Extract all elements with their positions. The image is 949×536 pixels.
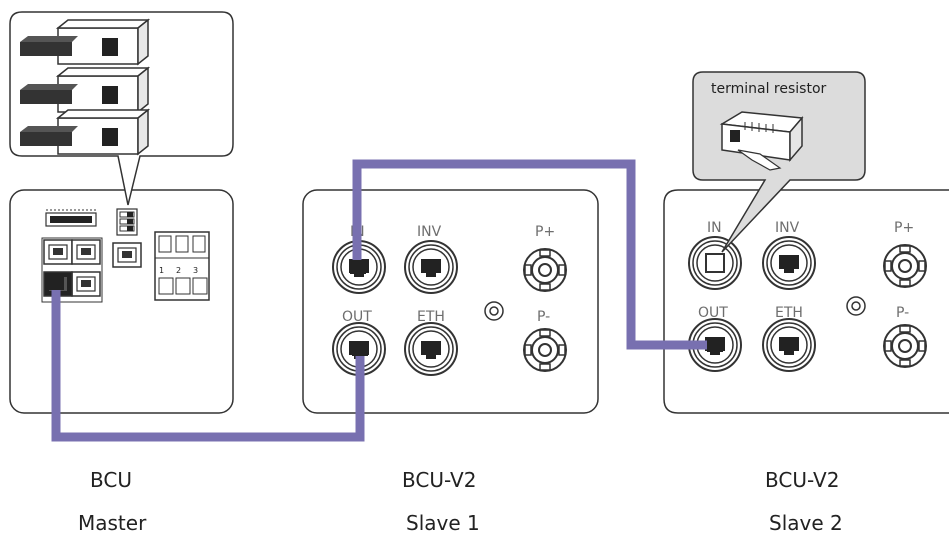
bcu-port-top-right (71, 239, 101, 265)
slave2-pminus-label: P- (896, 305, 909, 321)
slave2-pminus-terminal (883, 324, 927, 368)
slave1-ground-screw (484, 301, 504, 321)
slave2-eth-label: ETH (775, 305, 803, 321)
terminal-pin-2: 2 (176, 266, 181, 275)
slave2-pplus-label: P+ (894, 220, 914, 236)
bcu-port-middle (112, 242, 142, 268)
slave1-eth-port (404, 322, 458, 376)
slave2-ground-screw (846, 296, 866, 316)
terminal-pin-1: 1 (159, 266, 164, 275)
slave2-eth-port (762, 318, 816, 372)
terminal-resistor-plug-icon (719, 111, 804, 171)
cable-master-to-slave1 (51, 285, 365, 442)
slave2-in-label: IN (707, 220, 722, 236)
slave1-eth-label: ETH (417, 309, 445, 325)
slave1-unit-name: BCU-V2 (402, 468, 476, 492)
slave2-out-label: OUT (698, 305, 728, 321)
bcu-port-top-left (43, 239, 73, 265)
slave2-unit-role: Slave 2 (769, 511, 843, 535)
terminal-resistor-callout: terminal resistor (692, 71, 866, 253)
slave1-unit-role: Slave 1 (406, 511, 480, 535)
terminal-resistor-label: terminal resistor (711, 81, 827, 97)
terminal-resistor-plug (705, 253, 725, 273)
terminal-block: 1 2 3 (154, 231, 210, 301)
slave1-out-label: OUT (342, 309, 372, 325)
dip-switch-callout (9, 11, 234, 206)
slave1-pminus-label: P- (537, 309, 550, 325)
terminal-pin-3: 3 (193, 266, 198, 275)
bcu-v2-slave2-unit: IN INV OUT ETH P+ P- (663, 189, 949, 414)
slave1-inv-port (404, 240, 458, 294)
bcu-port-bottom-right (71, 271, 101, 297)
slave2-inv-port (762, 236, 816, 290)
slave1-pplus-terminal (523, 248, 567, 292)
slave1-pplus-label: P+ (535, 224, 555, 240)
ribbon-connector (45, 209, 97, 227)
slave2-unit-name: BCU-V2 (765, 468, 839, 492)
slave2-pplus-terminal (883, 244, 927, 288)
master-unit-role: Master (78, 511, 147, 535)
bcu-v2-slave1-unit: IN INV OUT ETH P+ P- (302, 189, 599, 414)
master-unit-name: BCU (90, 468, 132, 492)
slave1-pminus-terminal (523, 328, 567, 372)
slave2-inv-label: INV (775, 220, 800, 236)
dip-switch-small (116, 208, 138, 236)
bcu-master-unit: 1 2 3 (9, 189, 234, 414)
slave1-inv-label: INV (417, 224, 442, 240)
cable-slave1-to-slave2 (352, 159, 715, 350)
